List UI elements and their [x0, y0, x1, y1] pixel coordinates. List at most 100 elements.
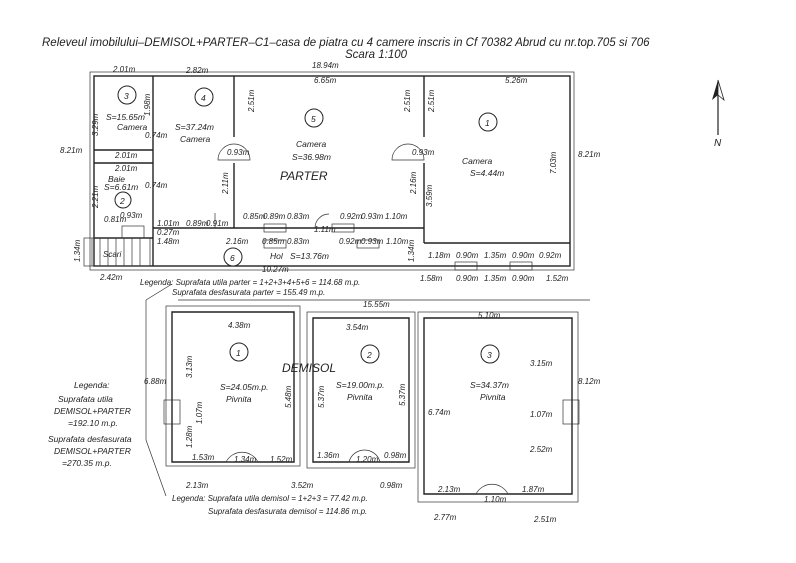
parter-dim: 8.21m — [578, 150, 601, 159]
demisol-room-2-number: 2 — [366, 350, 372, 360]
parter-dim: 2.01m — [114, 164, 138, 173]
parter-room-6-name: Hol — [270, 251, 284, 261]
parter-room-5-name: Camera — [462, 156, 493, 166]
parter-dim: 0.92m — [339, 237, 362, 246]
parter-dim: 0.27m — [157, 228, 180, 237]
parter-legend: Legenda: Suprafata utila parter = 1+2+3+… — [140, 278, 360, 287]
parter-dim: 0.85m — [262, 237, 285, 246]
side-legend-line-3: =192.10 m.p. — [68, 418, 118, 428]
parter-room-1-area: S=6.61m — [104, 182, 138, 192]
demisol-dim: 2.51m — [533, 515, 557, 524]
demisol-dim: 2.77m — [433, 513, 457, 522]
parter-dim: 1.98m — [143, 93, 152, 116]
demisol-dim: 1.34m — [234, 455, 257, 464]
parter-dim: 0.92m — [539, 251, 562, 260]
parter-dim: 0.90m — [456, 274, 479, 283]
parter-dim: 2.21m — [91, 185, 100, 209]
demisol-room-1-number: 1 — [236, 348, 241, 358]
side-legend-title: Legenda: — [74, 380, 110, 390]
demisol-room-2-area: S=19.00m.p. — [336, 380, 384, 390]
north-arrow-icon: N — [712, 79, 725, 149]
parter-dim: 7.03m — [549, 151, 558, 174]
side-legend: Legenda: Suprafata utila DEMISOL+PARTER … — [48, 283, 173, 497]
parter-dim: 0.85m — [243, 212, 266, 221]
demisol-dim: 0.98m — [384, 451, 407, 460]
parter-room-1-name: Baie — [108, 174, 125, 184]
side-legend-line-5: DEMISOL+PARTER — [54, 446, 131, 456]
parter-dim: 6.65m — [314, 76, 337, 85]
parter-room-2-name: Camera — [117, 122, 148, 132]
parter-dim: 0.90m — [512, 251, 535, 260]
parter-dim: 8.21m — [60, 146, 83, 155]
demisol-room-3-name: Pivnita — [480, 392, 506, 402]
demisol-legend-2: Suprafata desfasurata demisol = 114.86 m… — [208, 507, 367, 516]
parter-dim: 0.92m — [340, 212, 363, 221]
parter-dim: 10.27m — [262, 265, 289, 274]
parter-dim: 3.29m — [91, 113, 100, 136]
demisol-dim: 2.52m — [529, 445, 553, 454]
demisol-dim: 6.88m — [144, 377, 167, 386]
demisol-room-1-name: Pivnita — [226, 394, 252, 404]
parter-room-6-area: S=13.76m — [290, 251, 329, 261]
parter-room-3-number: 4 — [201, 93, 206, 103]
demisol-dim: 1.87m — [522, 485, 545, 494]
parter-dim: 0.93m — [412, 148, 435, 157]
demisol-dim: 6.74m — [428, 408, 451, 417]
parter-dim: 1.10m — [385, 212, 408, 221]
demisol-dim: 3.15m — [530, 359, 553, 368]
parter-dim: 1.35m — [484, 274, 507, 283]
parter-dim: 0.81m — [104, 215, 127, 224]
parter-room-4-area: S=36.98m — [292, 152, 331, 162]
demisol-dim: 1.10m — [484, 495, 507, 504]
north-label: N — [714, 138, 722, 149]
demisol-legend: Legenda: Suprafata utila demisol = 1+2+3… — [172, 494, 368, 503]
parter-dim: 1.01m — [157, 219, 180, 228]
parter-stairs-label: Scari — [103, 250, 121, 259]
demisol-room-3-number: 3 — [487, 350, 492, 360]
side-legend-line-2: DEMISOL+PARTER — [54, 406, 131, 416]
title-scale: Scara 1:100 — [345, 49, 408, 61]
parter-dim: 2.51m — [427, 89, 436, 113]
parter-dim: 1.52m — [546, 274, 569, 283]
demisol-dim: 8.12m — [578, 377, 601, 386]
parter-dim: 0.74m — [145, 131, 168, 140]
demisol-dim: 1.36m — [317, 451, 340, 460]
side-legend-line-1: Suprafata utila — [58, 394, 113, 404]
parter-dim: 5.26m — [505, 76, 528, 85]
demisol-dim: 2.13m — [185, 481, 209, 490]
parter-dim: 2.42m — [99, 273, 123, 282]
parter-dim: 0.89m — [186, 219, 209, 228]
demisol-dim: 4.38m — [228, 321, 251, 330]
parter-dim: 2.01m — [112, 65, 136, 74]
parter-dim: 3.59m — [425, 184, 434, 207]
demisol-dim: 5.48m — [284, 385, 293, 408]
parter-stairs — [83, 237, 151, 267]
parter-dim: 0.93m — [120, 211, 143, 220]
demisol-room-3-area: S=34.37m — [470, 380, 509, 390]
parter-dim: 1.48m — [157, 237, 180, 246]
parter-room-4-number: 5 — [311, 114, 316, 124]
parter-dim: 2.51m — [247, 89, 256, 113]
parter-dim: 0.93m — [361, 212, 384, 221]
demisol-room-1-area: S=24.05m.p. — [220, 382, 268, 392]
parter-dim: 2.51m — [403, 89, 412, 113]
demisol-dim: 0.98m — [380, 481, 403, 490]
demisol-plan: 1 2 3 DEMISOL S=24.05m.p. Pivnita S=19.0… — [144, 299, 601, 524]
parter-dim: 0.74m — [145, 181, 168, 190]
side-legend-line-6: =270.35 m.p. — [62, 458, 112, 468]
parter-dim: 0.90m — [456, 251, 479, 260]
parter-dim: 2.01m — [114, 151, 138, 160]
parter-dim: 1.34m — [73, 239, 82, 262]
side-legend-line-4: Suprafata desfasurata — [48, 434, 132, 444]
parter-room-3-area: S=37.24m — [175, 122, 214, 132]
demisol-dim: 15.55m — [363, 300, 390, 309]
parter-room-5-number: 1 — [485, 118, 490, 128]
demisol-label: DEMISOL — [282, 361, 336, 375]
demisol-dim: 3.54m — [346, 323, 369, 332]
parter-room-2-number: 3 — [124, 91, 129, 101]
demisol-dim: 3.52m — [291, 481, 314, 490]
parter-room-3-name: Camera — [180, 134, 211, 144]
demisol-dim: 5.37m — [317, 385, 326, 408]
parter-dim: 2.11m — [221, 172, 230, 195]
